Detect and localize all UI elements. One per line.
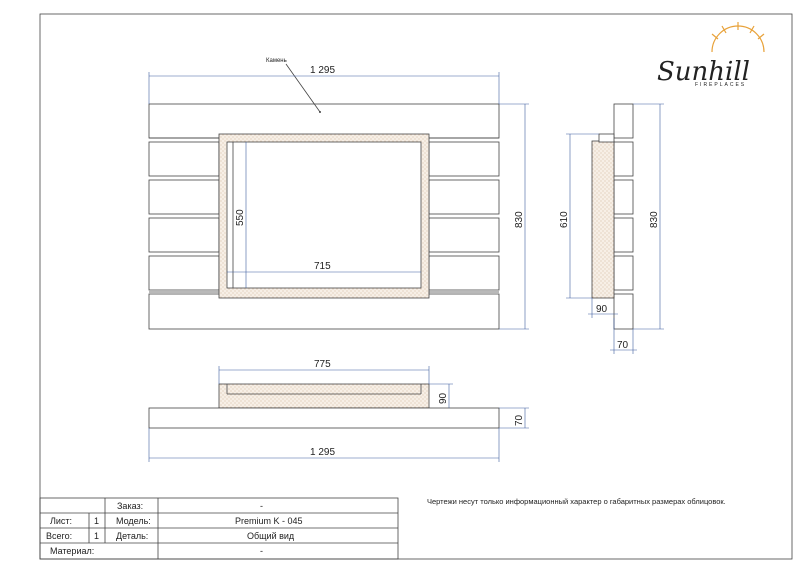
order-label: Заказ: xyxy=(117,501,143,511)
front-left-slab xyxy=(148,141,220,177)
logo-tagline: FIREPLACES xyxy=(695,82,746,88)
front-top-slab xyxy=(148,103,500,139)
sheet-label: Лист: xyxy=(50,516,72,526)
front-height-label: 830 xyxy=(514,211,525,228)
order-value: - xyxy=(260,501,263,511)
total-label: Всего: xyxy=(46,531,72,541)
drawing-note: Чертежи несут только информационный хара… xyxy=(427,497,726,506)
top-portal xyxy=(218,383,430,409)
side-slab xyxy=(613,179,634,215)
side-portal xyxy=(591,140,615,299)
top-upper-depth-label: 90 xyxy=(438,392,449,404)
side-top-slab xyxy=(613,103,634,139)
model-value: Premium K - 045 xyxy=(235,516,303,526)
top-base-slab xyxy=(148,407,500,429)
sun-icon xyxy=(711,22,765,53)
top-view: 775 90 70 1 295 xyxy=(148,359,529,462)
side-slab xyxy=(613,217,634,253)
front-left-slab xyxy=(148,179,220,215)
side-bottom-slab xyxy=(613,293,634,330)
front-right-slab xyxy=(428,255,500,291)
side-depth-outer-label: 70 xyxy=(617,340,629,351)
front-right-slab xyxy=(428,179,500,215)
front-left-slab xyxy=(148,217,220,253)
logo-name: Sunhill xyxy=(657,57,750,87)
side-height-outer-label: 830 xyxy=(649,211,660,228)
sunhill-logo: Sunhill FIREPLACES xyxy=(657,22,765,88)
front-width-label: 1 295 xyxy=(310,65,335,76)
model-label: Модель: xyxy=(116,516,151,526)
side-slab xyxy=(613,141,634,177)
side-height-inner-label: 610 xyxy=(559,211,570,228)
opening-width-label: 715 xyxy=(314,261,331,272)
side-slab xyxy=(613,255,634,291)
side-portal-cap xyxy=(598,133,615,143)
firebox-opening xyxy=(226,141,422,289)
detail-value: Общий вид xyxy=(247,531,295,541)
side-depth-inner-label: 90 xyxy=(596,304,608,315)
top-lower-width-label: 1 295 xyxy=(310,447,335,458)
total-value: 1 xyxy=(94,531,99,541)
sheet-value: 1 xyxy=(94,516,99,526)
material-label: Материал: xyxy=(50,546,94,556)
front-view: Камень 1 295 830 715 550 xyxy=(148,58,529,330)
side-view: 830 610 90 70 xyxy=(559,103,664,354)
front-bottom-slab xyxy=(148,293,500,330)
top-upper-width-label: 775 xyxy=(314,359,331,370)
front-left-slab xyxy=(148,255,220,291)
sheet-border xyxy=(39,13,793,560)
front-right-slab xyxy=(428,141,500,177)
top-lower-depth-label: 70 xyxy=(514,414,525,426)
title-block: Заказ: - Лист: 1 Модель: Premium K - 045… xyxy=(39,497,399,560)
detail-label: Деталь: xyxy=(116,531,148,541)
material-value: - xyxy=(260,546,263,556)
front-right-slab xyxy=(428,217,500,253)
stone-label: Камень xyxy=(266,58,287,64)
opening-height-label: 550 xyxy=(235,209,246,226)
